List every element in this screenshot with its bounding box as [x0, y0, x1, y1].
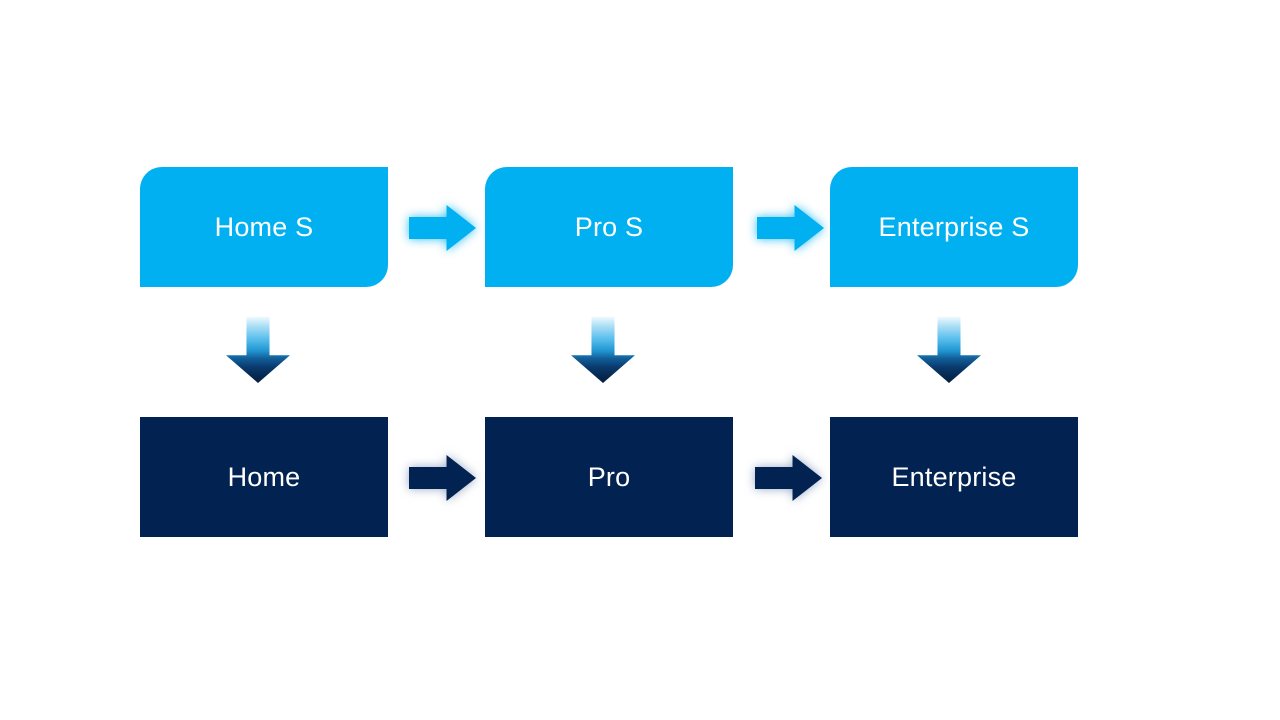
node-home: Home	[140, 417, 388, 537]
node-enterprise-s: Enterprise S	[830, 167, 1078, 287]
arrow-right-icon	[757, 205, 824, 251]
arrow-right-icon	[755, 455, 822, 501]
arrow-right-home-to-pro-icon	[409, 455, 476, 501]
arrow-down-home-s-to-home-icon	[226, 317, 290, 383]
node-pro-label: Pro	[587, 461, 631, 492]
arrow-right-icon	[409, 205, 476, 251]
arrow-down-pro-s-to-pro-icon	[571, 317, 635, 383]
node-enterprise-s-label: Enterprise S	[878, 211, 1030, 242]
node-pro-s: Pro S	[485, 167, 733, 287]
node-pro: Pro	[485, 417, 733, 537]
node-home-label: Home	[227, 461, 301, 492]
node-pro-s-label: Pro S	[574, 211, 644, 242]
arrow-right-pro-s-to-enterprise-s-icon	[757, 205, 824, 251]
node-enterprise-label: Enterprise	[891, 461, 1017, 492]
arrow-right-pro-to-enterprise-icon	[755, 455, 822, 501]
node-home-s: Home S	[140, 167, 388, 287]
node-home-s-label: Home S	[214, 211, 314, 242]
arrow-right-home-s-to-pro-s-icon	[409, 205, 476, 251]
node-enterprise: Enterprise	[830, 417, 1078, 537]
arrow-down-enterprise-s-to-enterprise-icon	[917, 317, 981, 383]
arrow-right-icon	[409, 455, 476, 501]
